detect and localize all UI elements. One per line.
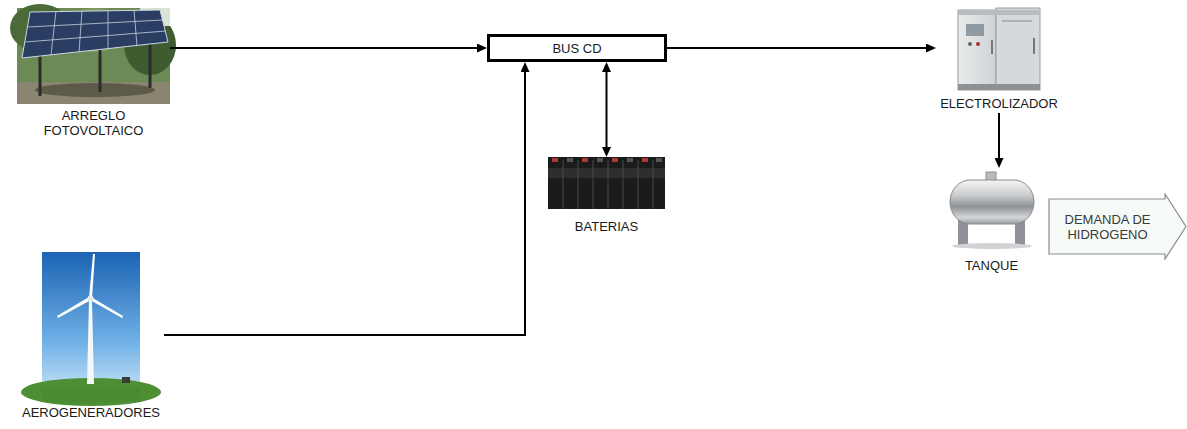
battery-bank-photo xyxy=(548,168,665,178)
pv-array-photo xyxy=(51,11,56,55)
electrolyzer-photo xyxy=(991,40,993,54)
node-label: ELECTROLIZADOR xyxy=(940,96,1058,111)
wind-turbine-photo xyxy=(57,297,91,318)
pv-array-photo xyxy=(149,40,152,88)
node-label: TANQUE xyxy=(965,258,1019,273)
electrolyzer-photo xyxy=(966,24,984,36)
pv-array-photo xyxy=(134,10,137,46)
arrow-outline xyxy=(1049,194,1186,259)
pv-array-photo xyxy=(28,20,163,27)
connector-arrow xyxy=(998,113,1000,163)
electrolyzer-photo xyxy=(958,84,1040,90)
battery-bank-photo xyxy=(552,158,558,162)
pv-array: ARREGLO FOTOVOLTAICO xyxy=(17,8,170,140)
node-label: AEROGENERADORES xyxy=(22,405,160,420)
connector-arrow xyxy=(606,67,608,152)
pv-array-photo xyxy=(25,31,166,42)
battery-bank-photo xyxy=(656,158,662,162)
battery-bank-photo xyxy=(593,160,594,209)
battery-bank-photo xyxy=(548,157,665,209)
electrolyzer-photo xyxy=(1002,20,1032,22)
wind-turbine-photo xyxy=(89,254,95,298)
pv-array-photo xyxy=(35,83,155,97)
node-label: ARREGLO FOTOVOLTAICO xyxy=(35,108,153,138)
tank-photo xyxy=(950,172,1034,249)
wind-turbine-photo xyxy=(87,300,94,384)
wind-turbine-photo xyxy=(21,252,161,406)
battery-bank-photo xyxy=(578,160,579,209)
node-label: DEMANDA DE HIDROGENO xyxy=(1056,212,1160,242)
pv-array-photo xyxy=(99,48,102,92)
wind-turbine-photo xyxy=(122,377,130,383)
pv-array-photo xyxy=(39,56,42,96)
wind-turbine: AEROGENERADORES xyxy=(18,252,164,422)
electrolyzer-photo xyxy=(958,10,996,90)
electrolyzer-photo xyxy=(968,42,972,46)
electrolyzer: ELECTROLIZADOR xyxy=(936,8,1062,113)
battery-bank-photo xyxy=(642,158,648,162)
node-label: BUS CD xyxy=(552,41,601,56)
electrolyzer-photo xyxy=(976,42,980,46)
battery-bank-photo xyxy=(623,160,624,209)
electrolyzer-photo xyxy=(1033,38,1035,54)
electrolyzer-photo xyxy=(996,8,1040,90)
battery-bank-photo xyxy=(612,158,618,162)
battery-bank-photo xyxy=(567,158,573,162)
battery-bank-photo xyxy=(653,160,654,209)
tank-photo xyxy=(950,180,1034,224)
hydrogen-tank: TANQUE xyxy=(948,168,1035,275)
wind-turbine-photo xyxy=(42,252,140,402)
wind-turbine-photo xyxy=(42,388,140,402)
battery-bank-photo xyxy=(627,158,633,162)
battery-bank-photo xyxy=(548,157,665,209)
connector-arrow xyxy=(164,67,525,335)
battery-bank-photo xyxy=(597,158,603,162)
battery-bank: BATERIAS xyxy=(548,157,665,236)
connector-arrow xyxy=(667,47,931,49)
battery-bank-photo xyxy=(608,160,609,209)
pv-array-photo xyxy=(10,4,176,104)
battery-bank-photo xyxy=(563,160,564,209)
electrolyzer-photo xyxy=(958,8,1040,90)
connector-arrow xyxy=(170,47,482,49)
battery-bank-photo xyxy=(638,160,639,209)
wind-turbine-photo xyxy=(90,297,123,318)
wind-turbine-photo xyxy=(88,296,94,302)
tank-photo xyxy=(952,243,1032,249)
pv-array-photo xyxy=(79,11,82,52)
pv-array-photo xyxy=(22,10,168,58)
battery-bank-photo xyxy=(582,158,588,162)
node-label: BATERIAS xyxy=(575,219,639,234)
pv-array-photo xyxy=(108,11,109,49)
dc-bus-box: BUS CD xyxy=(487,34,667,62)
electrolyzer-photo xyxy=(958,10,1040,15)
demand-arrow: DEMANDA DE HIDROGENO xyxy=(1048,193,1187,260)
